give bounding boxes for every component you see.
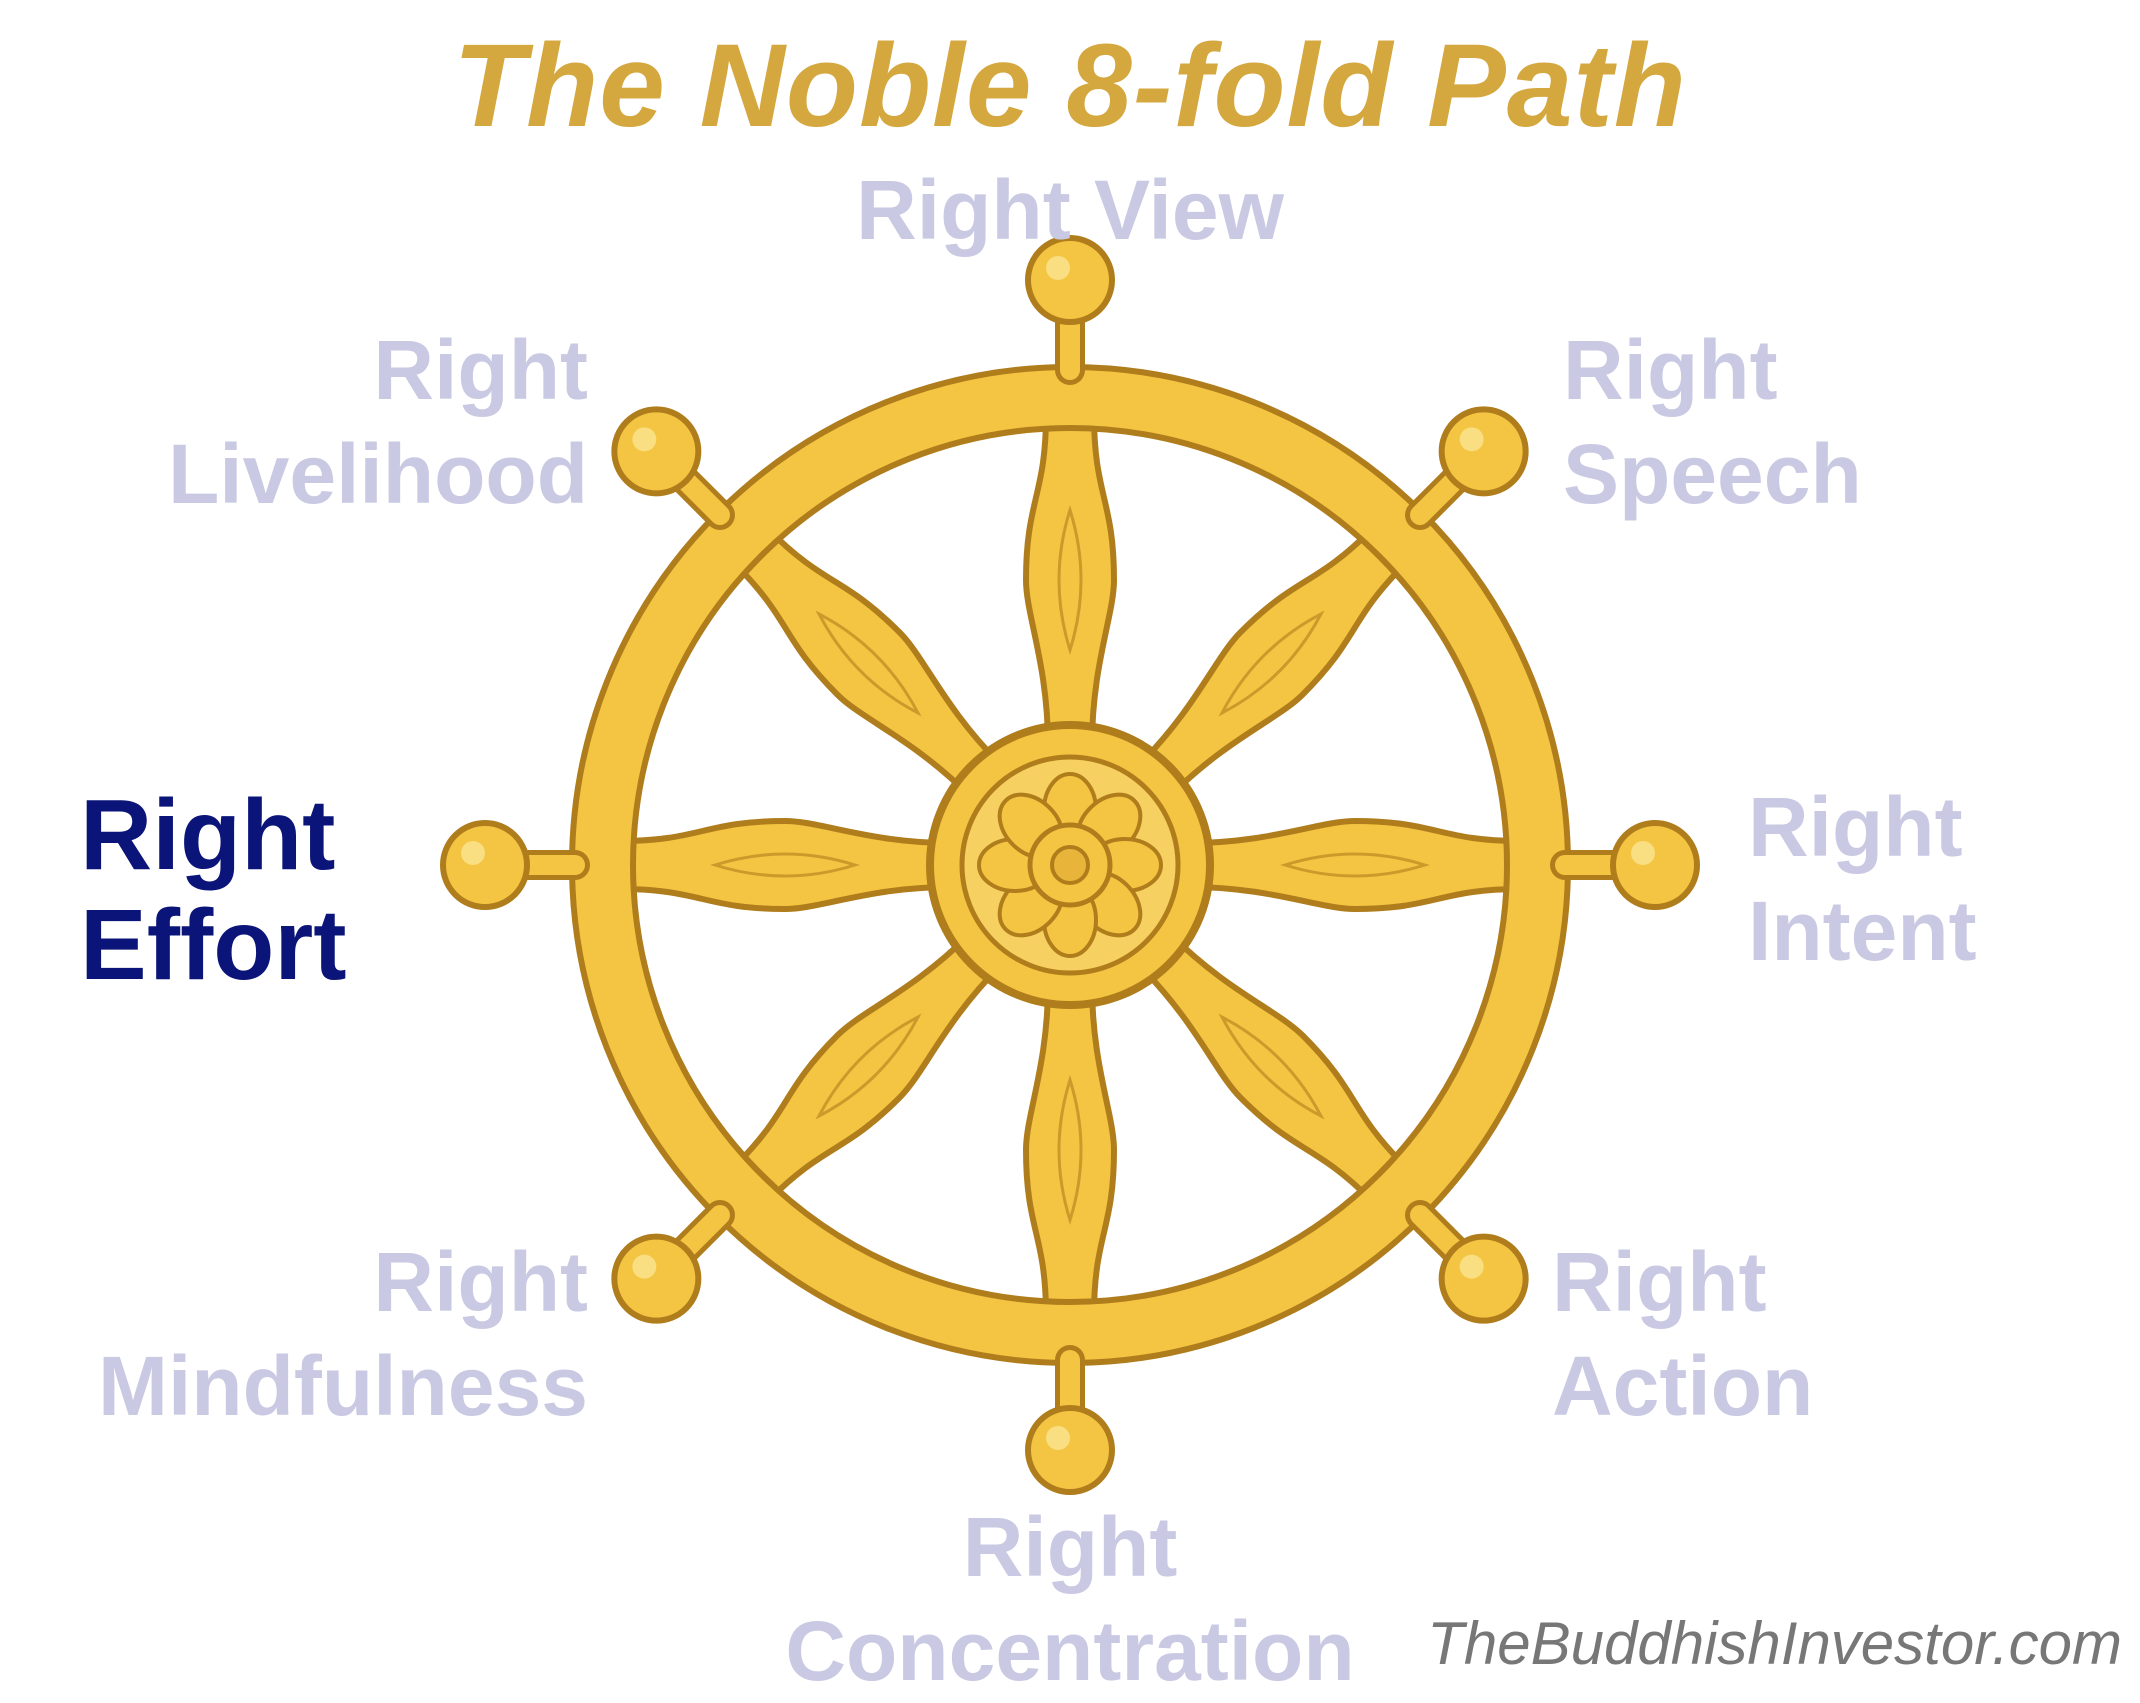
lotus-core (1052, 847, 1088, 883)
label-right-livelihood: Right Livelihood (120, 318, 588, 526)
label-right-intent: Right Intent (1748, 775, 1977, 983)
wheel-spoke (1026, 415, 1114, 745)
label-line1: Right (120, 318, 588, 422)
knob-highlight (1631, 841, 1655, 865)
label-line2: Mindfulness (40, 1334, 588, 1438)
wheel-spoke (1190, 821, 1520, 909)
label-right-action: Right Action (1552, 1230, 1813, 1438)
label-line2: Effort (80, 890, 347, 1000)
label-line1: Right (700, 1495, 1440, 1599)
knob-highlight (1460, 1255, 1484, 1279)
wheel-knob (1613, 823, 1697, 907)
knob-highlight (632, 1255, 656, 1279)
label-right-mindfulness: Right Mindfulness (40, 1230, 588, 1438)
wheel-knob (1442, 1237, 1526, 1321)
label-line2: Livelihood (120, 422, 588, 526)
label-line2: Speech (1563, 422, 1862, 526)
label-line2: Action (1552, 1334, 1813, 1438)
label-line2: Intent (1748, 879, 1977, 983)
label-line1: Right (40, 1230, 588, 1334)
label-right-effort: Right Effort (80, 780, 347, 1000)
label-line1: Right (1552, 1230, 1813, 1334)
knob-highlight (1460, 427, 1484, 451)
wheel-spoke (1026, 985, 1114, 1315)
label-line1: Right (80, 780, 347, 890)
knob-highlight (461, 841, 485, 865)
wheel-knob (1028, 1408, 1112, 1492)
label-right-view-text: Right View (770, 158, 1370, 262)
label-right-view: Right View (770, 158, 1370, 262)
wheel-spoke (620, 821, 950, 909)
label-right-speech: Right Speech (1563, 318, 1862, 526)
site-credit: TheBuddhishInvestor.com (1427, 1609, 2122, 1678)
label-line1: Right (1748, 775, 1977, 879)
wheel-knob (614, 409, 698, 493)
wheel-knob (1442, 409, 1526, 493)
knob-highlight (632, 427, 656, 451)
wheel-knob (614, 1237, 698, 1321)
knob-highlight (1046, 1426, 1070, 1450)
label-line1: Right (1563, 318, 1862, 422)
wheel-knob (443, 823, 527, 907)
label-line2: Concentration (700, 1599, 1440, 1703)
label-right-concentration: Right Concentration (700, 1495, 1440, 1703)
